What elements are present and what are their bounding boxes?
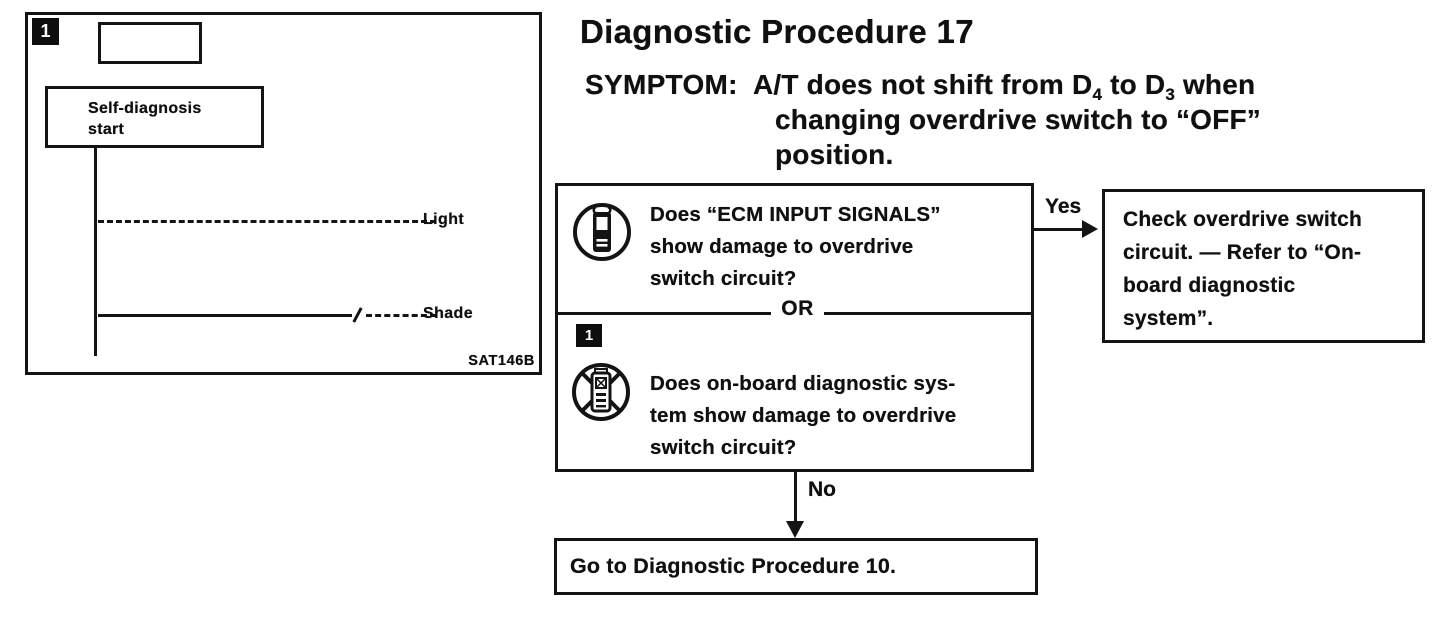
question-1-line3: switch circuit?: [650, 267, 797, 290]
symptom-label: SYMPTOM:: [585, 69, 738, 100]
or-divider-right-line: [824, 312, 1031, 315]
symptom-line-3: position.: [775, 139, 894, 170]
self-diagnosis-start-box: Self-diagnosis start: [45, 86, 264, 148]
shade-signal-line: [98, 314, 352, 317]
question-2-line3: switch circuit?: [650, 436, 797, 459]
question-step-1-marker: 1: [576, 324, 602, 347]
action-line2: circuit. — Refer to “On-: [1123, 241, 1362, 264]
action-line3: board diagnostic: [1123, 274, 1296, 297]
start-box-line2: start: [88, 121, 125, 138]
start-box-line1: Self-diagnosis: [88, 100, 202, 117]
question-1-line2: show damage to overdrive: [650, 235, 914, 258]
consult-tool-icon: [571, 201, 633, 263]
figure-code: SAT146B: [468, 353, 535, 369]
symptom-d3-subscript: 3: [1165, 85, 1175, 104]
light-label: Light: [423, 211, 465, 228]
symptom-line-1: A/T does not shift from D4 to D3 when: [753, 69, 1255, 105]
page-title: Diagnostic Procedure 17: [580, 13, 974, 50]
no-consult-tool-icon: [570, 361, 632, 423]
yes-branch-label: Yes: [1045, 195, 1082, 218]
self-diagnosis-figure: 1 Self-diagnosis start Light Shade SAT14…: [25, 12, 542, 375]
symptom-statement: SYMPTOM: A/T does not shift from D4 to D…: [585, 69, 1375, 174]
light-signal-line: [98, 220, 436, 223]
or-label: OR: [781, 297, 814, 320]
question-2-line1: Does on-board diagnostic sys-: [650, 372, 956, 395]
symptom-l1-end: when: [1174, 69, 1256, 100]
shade-line-break-mark: [352, 307, 363, 323]
yes-connector-line: [1034, 228, 1084, 231]
empty-indicator-box: [98, 22, 202, 64]
no-arrowhead-icon: [786, 521, 804, 538]
no-branch-label: No: [808, 478, 836, 501]
or-divider-left-line: [558, 312, 771, 315]
symptom-l1-text: A/T does not shift from D: [753, 69, 1093, 100]
shade-leader-dashes: [366, 314, 436, 317]
action-line1: Check overdrive switch: [1123, 208, 1362, 231]
goto-text: Go to Diagnostic Procedure 10.: [570, 554, 897, 578]
symptom-l1-mid: to D: [1102, 69, 1166, 100]
question-1-line1: Does “ECM INPUT SIGNALS”: [650, 203, 941, 226]
action-line4: system”.: [1123, 307, 1214, 330]
shade-label: Shade: [423, 305, 474, 322]
question-2: Does on-board diagnostic sys- tem show d…: [650, 368, 956, 464]
check-overdrive-action-box: Check overdrive switch circuit. — Refer …: [1102, 189, 1425, 343]
question-2-line2: tem show damage to overdrive: [650, 404, 957, 427]
no-connector-line: [794, 472, 797, 524]
question-1: Does “ECM INPUT SIGNALS” show damage to …: [650, 199, 941, 295]
symptom-d4-subscript: 4: [1092, 85, 1103, 104]
goto-procedure-box: Go to Diagnostic Procedure 10.: [554, 538, 1038, 595]
question-box: Does “ECM INPUT SIGNALS” show damage to …: [555, 183, 1034, 472]
step-1-marker: 1: [32, 18, 59, 45]
signal-axis-line: [94, 146, 97, 356]
symptom-line-2: changing overdrive switch to “OFF”: [775, 104, 1261, 135]
yes-arrowhead-icon: [1082, 220, 1098, 238]
